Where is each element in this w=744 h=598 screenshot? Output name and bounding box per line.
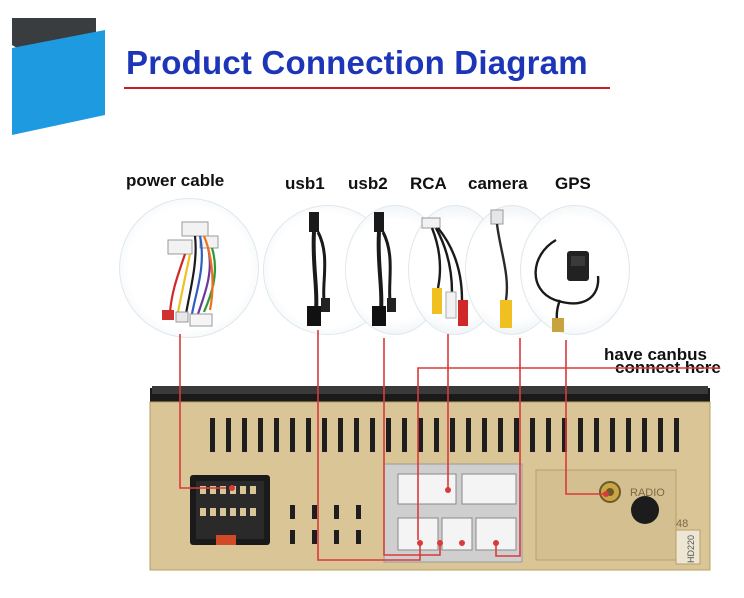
number-marking: 48 [676, 518, 688, 530]
header-banner [12, 18, 105, 135]
title-underline [124, 87, 610, 89]
page-title: Product Connection Diagram [126, 44, 588, 81]
connection-wires [179, 330, 720, 561]
label-rca: RCA [410, 174, 447, 193]
label-power-cable: power cable [126, 171, 225, 190]
usb2-cable [372, 212, 396, 326]
model-marking: HD220 [686, 535, 696, 563]
label-usb2: usb2 [348, 174, 388, 193]
circle-power-cable [119, 198, 259, 338]
camera-cable [490, 209, 512, 328]
radio-marking: RADIO [630, 487, 665, 499]
label-gps: GPS [555, 174, 591, 193]
power-harness-cable [162, 221, 219, 327]
label-usb1: usb1 [285, 174, 325, 193]
connection-dots [229, 485, 609, 546]
canbus-note-line1: have canbus [604, 345, 707, 364]
gps-antenna-cable [534, 238, 600, 332]
head-unit-back-panel: RADIO 48 HD220 [149, 386, 711, 571]
usb1-cable [307, 212, 330, 326]
label-camera: camera [468, 174, 528, 193]
banner-blue-shape [12, 30, 105, 135]
rca-cable [421, 217, 468, 326]
